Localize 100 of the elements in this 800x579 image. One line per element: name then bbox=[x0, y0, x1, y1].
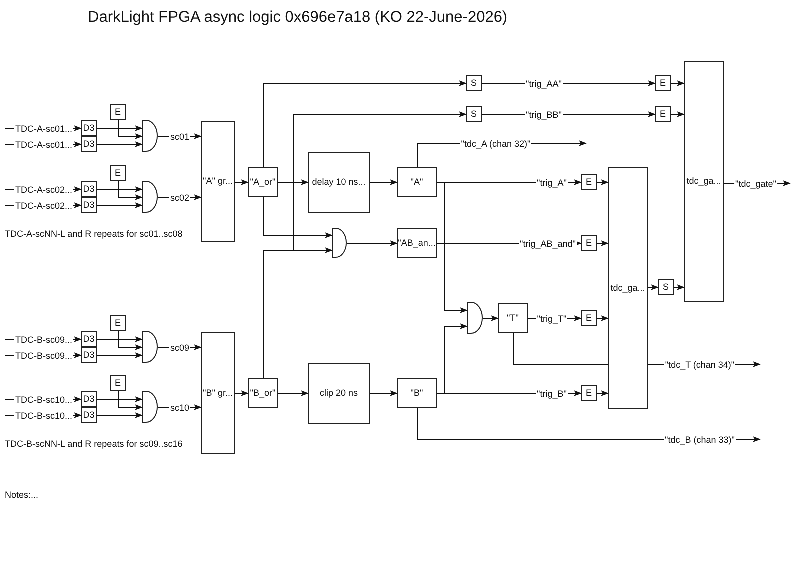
arrow bbox=[597, 180, 609, 186]
edge-label: "tdc_gate" bbox=[734, 178, 778, 188]
logic-block bbox=[397, 167, 437, 197]
block-label: tdc_ga... bbox=[686, 176, 722, 187]
arrow bbox=[97, 336, 143, 342]
edge-label: sc10 bbox=[170, 402, 190, 412]
arrow bbox=[118, 181, 143, 200]
edge-label: "trig_T" bbox=[536, 314, 568, 324]
arrow bbox=[597, 240, 609, 246]
arrow bbox=[483, 316, 499, 322]
arrow bbox=[597, 316, 609, 322]
arrow bbox=[97, 186, 143, 192]
logic-block bbox=[581, 310, 597, 326]
edge-label: TDC-B-sc09... bbox=[14, 350, 74, 360]
arrow bbox=[370, 180, 398, 186]
edge-label: "trig_BB" bbox=[525, 110, 563, 120]
and-gate bbox=[467, 302, 483, 334]
diagram-title: DarkLight FPGA async logic 0x696e7a18 (KO 22-June-2026) bbox=[88, 9, 508, 27]
arrow bbox=[293, 248, 333, 254]
logic-block bbox=[466, 75, 482, 91]
arrow bbox=[444, 182, 468, 314]
edge-label: "trig_B" bbox=[536, 388, 568, 398]
block-label: tdc_ga... bbox=[610, 282, 646, 294]
arrow bbox=[370, 390, 398, 396]
logic-block bbox=[110, 104, 126, 120]
block-label: D3 bbox=[83, 184, 95, 194]
arrow bbox=[97, 202, 143, 208]
connector-line bbox=[437, 182, 445, 183]
logic-block bbox=[581, 235, 597, 251]
edge-label: TDC-A-sc01... bbox=[14, 124, 74, 134]
logic-block bbox=[658, 279, 674, 295]
logic-block bbox=[308, 363, 370, 424]
logic-block bbox=[581, 385, 597, 401]
and-gate bbox=[142, 391, 158, 423]
arrow bbox=[97, 412, 143, 418]
block-label: E bbox=[586, 176, 592, 188]
arrow bbox=[235, 180, 249, 186]
arrow bbox=[648, 284, 659, 290]
logic-block bbox=[655, 75, 671, 91]
arrow bbox=[118, 120, 143, 140]
block-label: E bbox=[586, 312, 592, 324]
and-gate bbox=[142, 181, 158, 213]
logic-block bbox=[248, 378, 278, 408]
edge-label: "trig_AB_and" bbox=[519, 238, 577, 248]
block-label: E bbox=[660, 78, 666, 88]
block-label: D3 bbox=[83, 410, 95, 420]
logic-block bbox=[110, 165, 126, 181]
and-gate bbox=[142, 120, 158, 152]
arrow bbox=[97, 142, 143, 148]
note-text: TDC-B-scNN-L and R repeats for sc09..sc16 bbox=[5, 439, 183, 450]
and-gate bbox=[142, 331, 158, 363]
edge-label: sc09 bbox=[170, 342, 190, 352]
note-text: TDC-A-scNN-L and R repeats for sc01..sc08 bbox=[5, 229, 183, 240]
block-label: D3 bbox=[83, 334, 95, 344]
logic-block bbox=[466, 106, 482, 122]
logic-block bbox=[655, 106, 671, 122]
arrow bbox=[235, 390, 249, 396]
block-label: "B" bbox=[410, 388, 424, 398]
connector-line bbox=[263, 250, 294, 379]
arrow bbox=[671, 112, 685, 118]
arrow bbox=[597, 390, 609, 396]
block-label: E bbox=[114, 318, 121, 328]
edge-label: "tdc_T (chan 34)" bbox=[664, 360, 736, 370]
block-label: S bbox=[470, 78, 477, 88]
arrow bbox=[263, 197, 333, 238]
edge-label: sc01 bbox=[170, 132, 190, 142]
logic-block bbox=[110, 375, 126, 391]
edge-label: TDC-A-sc02... bbox=[14, 200, 74, 210]
block-label: E bbox=[114, 168, 121, 178]
block-label: "A_or" bbox=[250, 176, 276, 188]
block-label: "B" gr... bbox=[203, 388, 233, 398]
arrow bbox=[278, 180, 309, 186]
logic-block bbox=[684, 61, 724, 302]
block-label: E bbox=[114, 378, 121, 388]
block-label: D3 bbox=[83, 138, 95, 150]
logic-block bbox=[248, 167, 278, 197]
arrow bbox=[444, 324, 468, 394]
edge-label: "tdc_A (chan 32)" bbox=[460, 138, 532, 148]
note-text: Notes:... bbox=[5, 490, 39, 501]
arrow bbox=[263, 80, 467, 168]
logic-block bbox=[201, 332, 235, 454]
block-label: "A" gr... bbox=[203, 176, 233, 187]
edge-label: "trig_AA" bbox=[525, 78, 563, 88]
block-label: E bbox=[660, 108, 666, 120]
connector-line bbox=[437, 393, 445, 394]
block-label: E bbox=[114, 106, 121, 118]
arrow bbox=[97, 352, 143, 358]
arrow bbox=[278, 390, 309, 396]
block-label: S bbox=[662, 282, 669, 292]
edge-label: sc02 bbox=[170, 192, 190, 202]
block-label: "T" bbox=[507, 312, 519, 324]
block-label: D3 bbox=[83, 200, 95, 210]
logic-block bbox=[397, 228, 437, 258]
block-label: "A" bbox=[410, 176, 424, 188]
and-gate bbox=[332, 228, 347, 258]
logic-block bbox=[581, 174, 597, 190]
block-label: E bbox=[586, 388, 592, 398]
logic-block bbox=[498, 303, 528, 333]
arrow bbox=[118, 331, 143, 350]
block-label: E bbox=[586, 238, 592, 248]
